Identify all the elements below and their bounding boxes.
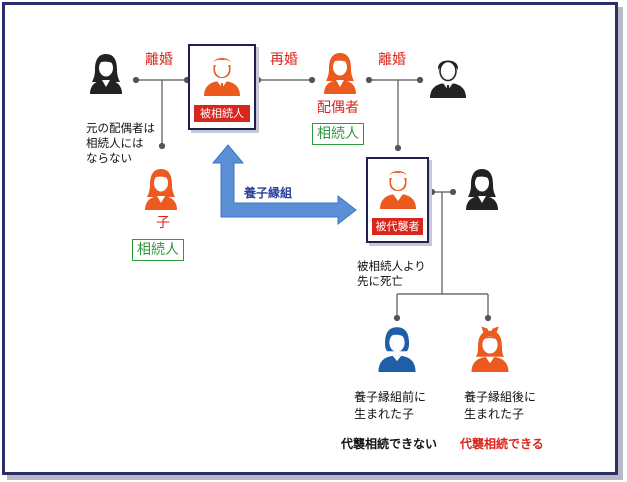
child-after-note: 養子縁組後に 生まれた子 — [464, 389, 536, 423]
predeceased-label: 被代襲者 — [372, 218, 423, 235]
label-adoption: 養子縁組 — [244, 186, 293, 200]
ex-spouse-right-icon — [426, 54, 470, 98]
ex-spouse-note: 元の配偶者は 相続人には ならない — [86, 121, 155, 166]
spouse-woman-icon — [318, 50, 362, 94]
predeceased-note-text: 被相続人より 先に死亡 — [357, 259, 426, 288]
child-before-note: 養子縁組前に 生まれた子 — [354, 389, 426, 423]
child-after-girl-icon — [466, 322, 510, 372]
decedent-card: 被相続人 — [188, 44, 256, 130]
label-divorce-left: 離婚 — [145, 52, 173, 68]
result-can-inherit: 代襲相続できる — [460, 437, 544, 451]
child-woman-icon — [139, 166, 183, 210]
badge-heir-spouse: 相続人 — [312, 123, 364, 145]
decedent-label: 被相続人 — [194, 105, 250, 122]
label-divorce-right: 離婚 — [378, 52, 406, 68]
child-after-text: 養子縁組後に 生まれた子 — [464, 390, 537, 421]
child-before-icon — [373, 324, 417, 372]
predeceased-note: 被相続人より 先に死亡 — [357, 259, 426, 289]
ex-spouse-left-icon — [84, 50, 128, 94]
predeceased-card: 被代襲者 — [366, 157, 429, 243]
label-spouse: 配偶者 — [317, 100, 359, 116]
decedent-man-icon — [200, 52, 244, 96]
label-remarriage: 再婚 — [270, 52, 298, 68]
child-before-text: 養子縁組前に 生まれた子 — [354, 390, 427, 421]
ex-spouse-note-text: 元の配偶者は 相続人には ならない — [86, 121, 155, 165]
label-child: 子 — [156, 215, 170, 231]
predeceased-spouse-icon — [460, 166, 504, 210]
result-cannot-inherit: 代襲相続できない — [341, 437, 438, 451]
badge-heir-child: 相続人 — [132, 239, 184, 261]
predeceased-man-icon — [376, 165, 420, 209]
